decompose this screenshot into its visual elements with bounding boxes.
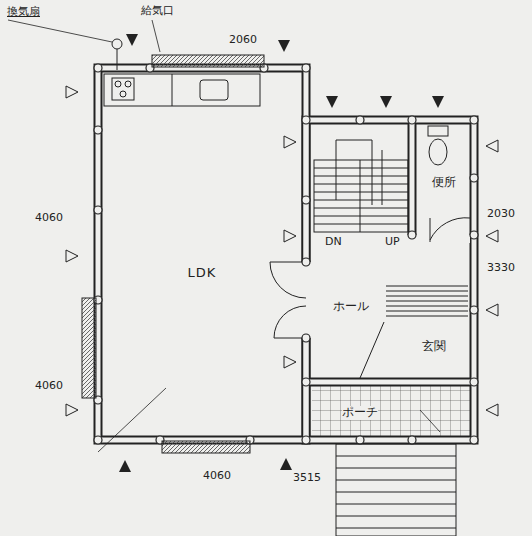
room: ポーチ bbox=[330, 402, 390, 424]
dimension: 2060 bbox=[228, 34, 258, 46]
room: 便所 bbox=[416, 170, 472, 196]
dimension: 2030 bbox=[486, 208, 516, 220]
dimension: 3330 bbox=[486, 262, 516, 274]
dimension: 4060 bbox=[34, 212, 64, 224]
dimension: 4060 bbox=[34, 380, 64, 392]
room: ホール bbox=[318, 296, 384, 318]
stair-direction: UP bbox=[384, 236, 401, 248]
room-name: LDK bbox=[188, 266, 217, 280]
dimension: 3515 bbox=[292, 472, 322, 484]
walls bbox=[98, 68, 474, 440]
room-name: ホール bbox=[333, 300, 369, 313]
room-name: ポーチ bbox=[342, 406, 378, 419]
room-name: 便所 bbox=[432, 176, 456, 189]
dimension: 4060 bbox=[202, 470, 232, 482]
vent-label: 給気口 bbox=[140, 5, 175, 17]
room-name: 玄関 bbox=[422, 340, 446, 353]
room: 玄関 bbox=[400, 334, 468, 360]
stair-direction: DN bbox=[324, 236, 343, 248]
room: LDK bbox=[104, 110, 300, 436]
fan-label: 換気扇 bbox=[6, 6, 41, 18]
